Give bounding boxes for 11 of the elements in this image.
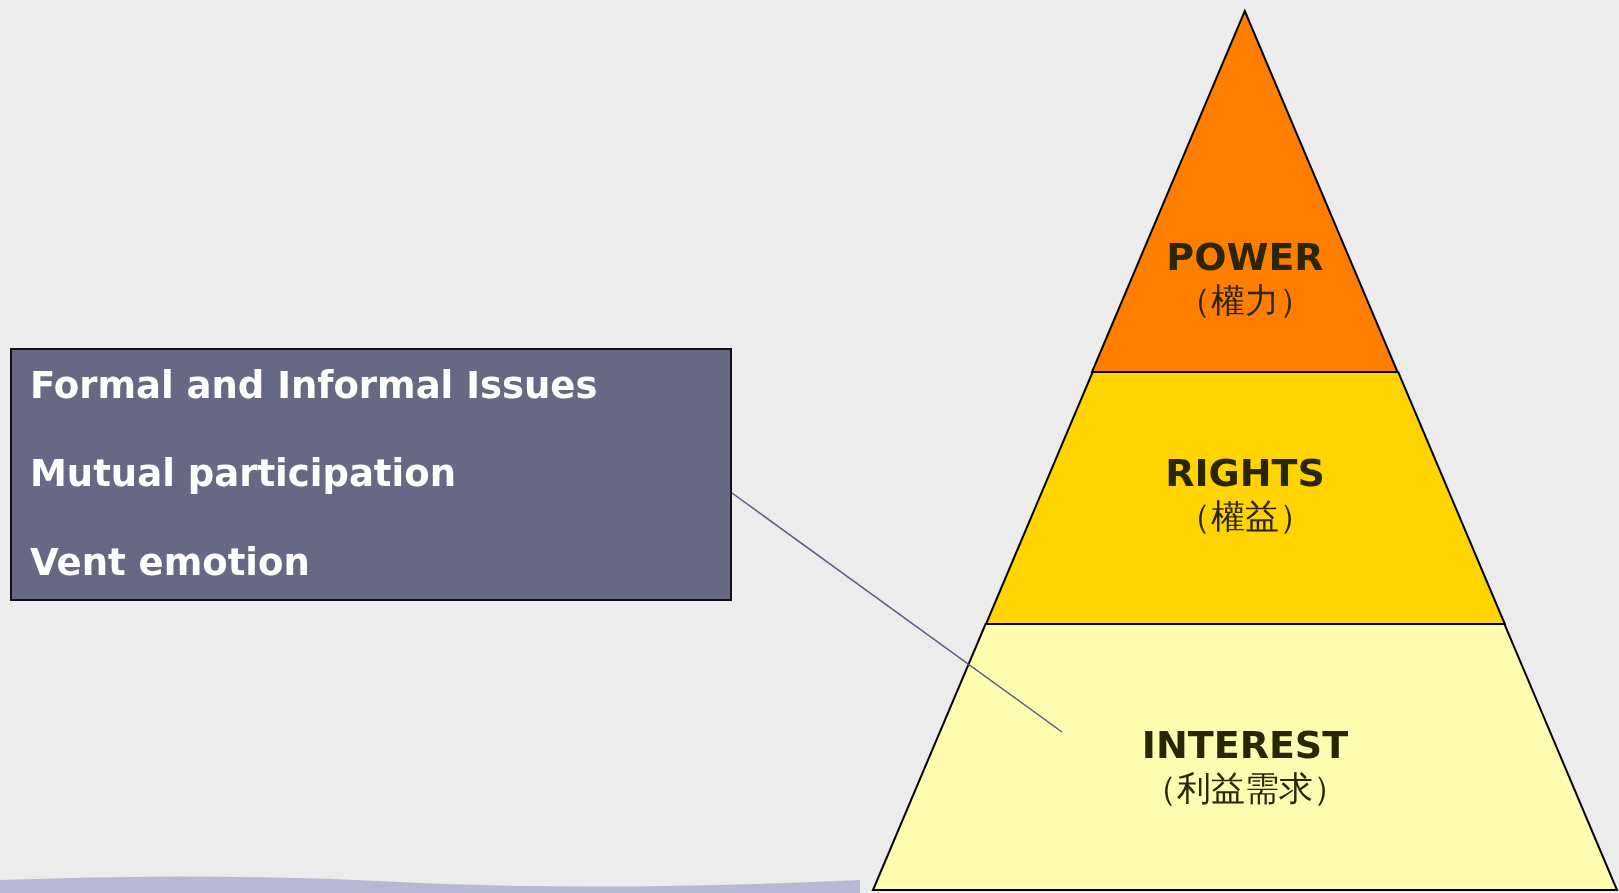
tier-title: INTEREST bbox=[1141, 724, 1349, 768]
tier-subtitle: （權益） bbox=[1177, 495, 1313, 537]
tier-subtitle: （權力） bbox=[1177, 279, 1313, 321]
callout-text: Mutual participation bbox=[30, 452, 457, 497]
callout-text: Vent emotion bbox=[30, 540, 311, 585]
tier-title: POWER bbox=[1166, 236, 1324, 280]
callout-box bbox=[10, 348, 732, 601]
tier-title: RIGHTS bbox=[1165, 452, 1325, 496]
tier-subtitle: （利益需求） bbox=[1143, 767, 1347, 809]
callout-text: Formal and Informal Issues bbox=[30, 364, 599, 409]
leader-line bbox=[731, 492, 1063, 733]
